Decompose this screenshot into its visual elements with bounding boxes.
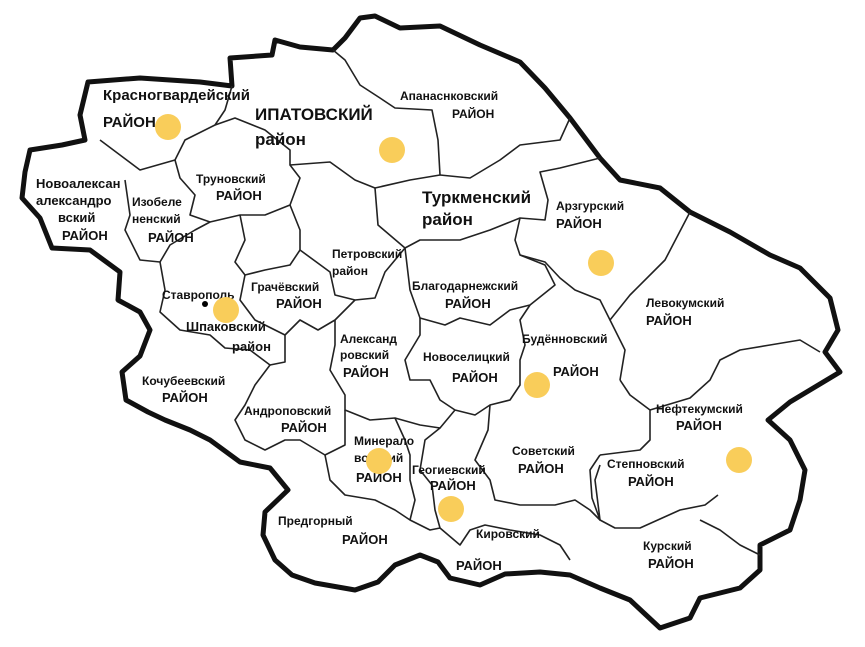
district-label: РАЙОН — [676, 418, 722, 433]
district-label: Труновский — [196, 172, 266, 186]
marker-dot[interactable] — [588, 250, 614, 276]
district-label: РАЙОН — [648, 556, 694, 571]
district-label: Курский — [643, 539, 692, 553]
district-label: Кировский — [476, 527, 540, 541]
district-label: район — [255, 130, 306, 149]
district-boundary — [234, 364, 346, 456]
marker-dot[interactable] — [213, 297, 239, 323]
district-label: Андроповский — [244, 404, 331, 418]
region-outline — [19, 13, 843, 631]
district-boundary — [419, 427, 571, 561]
district-label: Благодарнежский — [412, 279, 518, 293]
district-label: район — [422, 210, 473, 229]
district-boundary — [214, 49, 441, 189]
marker-dot[interactable] — [155, 114, 181, 140]
district-boundary — [589, 454, 719, 529]
district-label: Советский — [512, 444, 575, 458]
district-label: РАЙОН — [518, 461, 564, 476]
district-label: район — [332, 264, 368, 278]
district-boundary — [474, 404, 601, 521]
district-label: вский — [58, 210, 95, 225]
district-label: РАЙОН — [628, 474, 674, 489]
district-boundary — [439, 117, 571, 179]
marker-dot[interactable] — [524, 372, 550, 398]
district-label: Предгорный — [278, 514, 353, 528]
district-boundary — [174, 159, 301, 223]
district-label: Минерало — [354, 434, 414, 448]
district-boundary — [289, 204, 406, 301]
district-label: РАЙОН — [216, 188, 262, 203]
district-boundary — [649, 339, 821, 411]
district-label: Новоселицкий — [423, 350, 510, 364]
district-label: РАЙОН — [276, 296, 322, 311]
district-boundary — [609, 211, 691, 381]
district-boundary — [99, 85, 233, 171]
district-boundary — [159, 261, 356, 366]
district-label: РАЙОН — [646, 313, 692, 328]
district-label: Кочубеевский — [142, 374, 225, 388]
marker-dot[interactable] — [438, 496, 464, 522]
district-label: александро — [36, 193, 112, 208]
district-label: Нефтекумский — [656, 402, 743, 416]
district-label: Грачёвский — [251, 280, 319, 294]
marker-dot[interactable] — [379, 137, 405, 163]
district-label: Арзгурский — [556, 199, 624, 213]
district-boundary — [329, 320, 456, 429]
district-label: РАЙОН — [430, 478, 476, 493]
district-label: Туркменский — [422, 188, 531, 207]
district-label: ровский — [340, 348, 389, 362]
district-boundary — [599, 379, 651, 456]
district-label: ИПАТОВСКИЙ — [255, 105, 373, 124]
district-boundary — [239, 274, 286, 336]
district-label: Шпаковский — [186, 319, 266, 334]
city-label: Ставрополь — [162, 288, 235, 302]
district-boundary — [324, 454, 441, 531]
district-label: РАЙОН — [452, 106, 494, 121]
district-label: Александ — [340, 332, 397, 346]
city-dot — [202, 301, 208, 307]
district-label: РАЙОН — [162, 390, 208, 405]
district-label: Степновский — [607, 457, 685, 471]
district-label: РАЙОН — [556, 216, 602, 231]
district-label: Геогиевский — [412, 463, 486, 477]
district-label: РАЙОН — [553, 364, 599, 379]
district-label: РАЙОН — [103, 113, 156, 131]
district-label: ненский — [132, 212, 181, 226]
district-label: РАЙОН — [445, 296, 491, 311]
district-label: РАЙОН — [148, 230, 194, 245]
district-boundary — [394, 417, 416, 521]
district-label: РАЙОН — [456, 558, 502, 573]
district-boundary — [374, 157, 601, 249]
district-boundary — [699, 519, 761, 556]
district-label: Апанаснковский — [400, 89, 498, 103]
district-boundary — [124, 179, 211, 263]
district-label: РАЙОН — [343, 365, 389, 380]
district-boundary — [519, 254, 611, 321]
district-label: РАЙОН — [452, 370, 498, 385]
district-label: РАЙОН — [342, 532, 388, 547]
district-label: Будённовский — [522, 332, 607, 346]
district-label: РАЙОН — [281, 420, 327, 435]
district-label: Левокумский — [646, 296, 724, 310]
marker-dot[interactable] — [726, 447, 752, 473]
district-label: РАЙОН — [62, 228, 108, 243]
district-label: Красногвардейский — [103, 87, 250, 104]
district-label: Изобеле — [132, 195, 182, 209]
district-label: Новоалексан — [36, 176, 120, 191]
marker-dot[interactable] — [366, 448, 392, 474]
district-label: РАЙОН — [356, 470, 402, 485]
district-boundary — [404, 304, 531, 416]
district-label: Петровский — [332, 247, 402, 261]
district-label: район — [232, 339, 271, 354]
